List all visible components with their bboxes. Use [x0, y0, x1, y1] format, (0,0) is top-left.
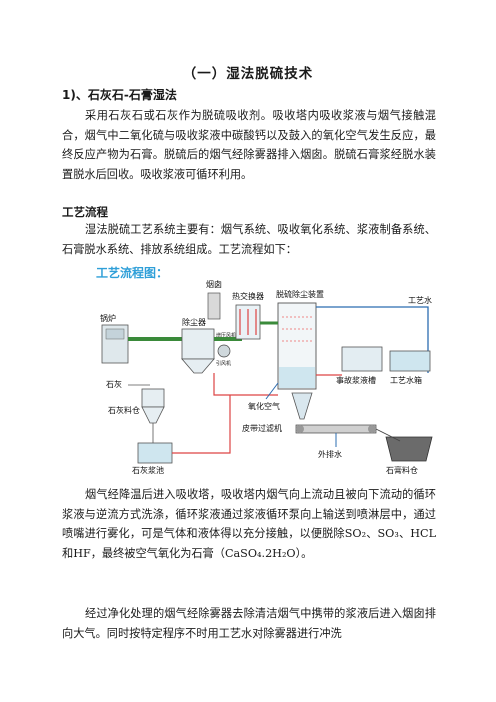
label-lime-slurry: 石灰浆池 [132, 465, 164, 475]
lime-slurry-tank-icon [137, 442, 173, 464]
label-lime-silo: 石灰料仓 [108, 405, 140, 415]
diagram-title: 工艺流程图： [96, 265, 168, 280]
label-booster: 增压风机 [216, 332, 236, 339]
label-oxidation-air: 氧化空气 [248, 401, 280, 411]
accident-tank-icon [341, 346, 383, 372]
label-drain: 外排水 [318, 449, 342, 459]
process-flow-diagram: 工艺流程图： 锅炉 除尘器 增压风机 引风机 烟囱 [96, 265, 433, 475]
paragraph-absorption: 烟气经降温后进入吸收塔，吸收塔内烟气向上流动且被向下流动的循环浆液与逆流方式洗涤… [62, 488, 436, 560]
gypsum-silo-icon [385, 436, 433, 462]
label-process-water: 工艺水 [408, 295, 432, 305]
label-accident-tank: 事故浆液槽 [336, 375, 376, 385]
label-heat-exchanger: 热交换器 [232, 291, 264, 301]
paragraph-system: 湿法脱硫工艺系统主要有：烟气系统、吸收氧化系统、浆液制备系统、石膏脱水系统、排放… [62, 223, 436, 256]
label-boiler: 锅炉 [100, 313, 116, 323]
paragraph-intro: 采用石灰石或石灰作为脱硫吸收剂。吸收塔内吸收浆液与烟气接触混合，烟气中二氧化硫与… [62, 109, 436, 181]
fan-icon [217, 344, 231, 358]
heat-exchanger-icon [235, 304, 261, 340]
label-chimney: 烟囱 [206, 279, 222, 289]
water-tank-icon [389, 350, 431, 372]
label-dust-collector: 除尘器 [182, 317, 206, 327]
chimney-icon [207, 292, 221, 320]
page-title: （一）湿法脱硫技术 [182, 66, 314, 82]
section-heading: 1)、石灰石-石膏湿法 [62, 88, 177, 102]
belt-filter-icon [295, 424, 377, 434]
dust-collector-icon [181, 328, 215, 374]
absorber-tower-icon [277, 302, 317, 390]
process-heading: 工艺流程 [62, 205, 108, 219]
label-water-tank: 工艺水箱 [390, 375, 422, 385]
label-lime: 石灰 [106, 379, 122, 389]
label-absorber: 脱硫除尘装置 [276, 289, 324, 299]
boiler-icon [101, 324, 129, 364]
lime-silo-icon [141, 388, 165, 424]
label-fan: 引风机 [216, 360, 231, 367]
hydrocyclone-icon [291, 392, 313, 420]
label-belt-filter: 皮带过滤机 [242, 423, 282, 433]
label-gypsum-silo: 石膏料仓 [386, 465, 418, 475]
paragraph-demister: 经过净化处理的烟气经除雾器去除清洁烟气中携带的浆液后进入烟囱排向大气。同时按特定… [62, 607, 436, 640]
